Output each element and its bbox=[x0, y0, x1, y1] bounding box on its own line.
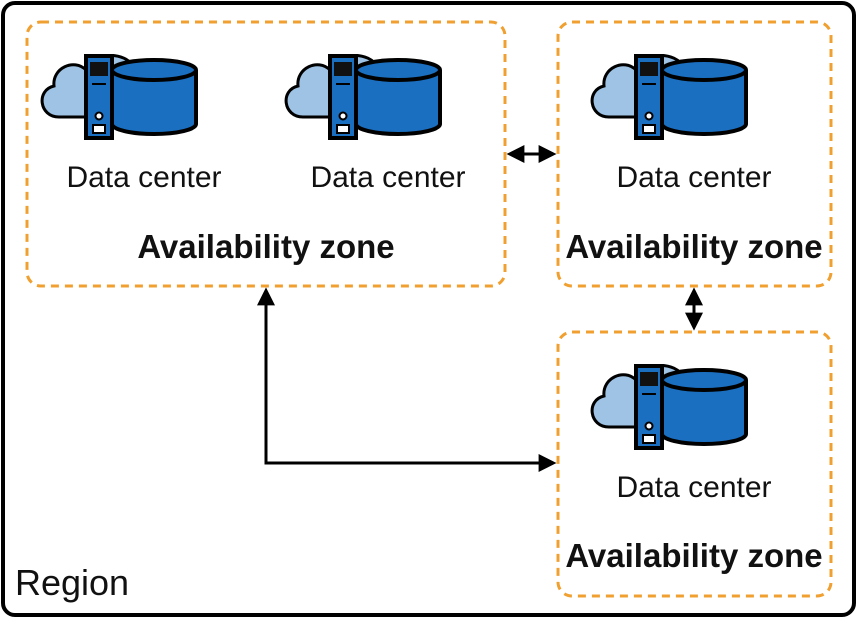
data-center-3: Data center bbox=[590, 53, 772, 194]
zone-label: Availability zone bbox=[137, 228, 394, 265]
data-center-2: Data center bbox=[284, 53, 466, 194]
zone-border bbox=[25, 20, 507, 288]
zone-label: Availability zone bbox=[565, 537, 822, 574]
availability-zone-1: Data center Data center Availability zon… bbox=[25, 20, 507, 288]
data-center-4: Data center bbox=[590, 363, 772, 504]
availability-zone-3: Data center Availability zone bbox=[556, 330, 833, 598]
availability-zone-2: Data center Availability zone bbox=[556, 20, 833, 288]
data-center-label: Data center bbox=[616, 471, 771, 504]
connector-zone1-zone3 bbox=[257, 287, 557, 472]
data-center-label: Data center bbox=[616, 161, 771, 194]
data-center-label: Data center bbox=[66, 161, 221, 194]
cloud-server-database-icon bbox=[590, 53, 748, 140]
cloud-server-database-icon bbox=[284, 53, 442, 140]
data-center-1: Data center bbox=[40, 53, 222, 194]
zone-label: Availability zone bbox=[565, 228, 822, 265]
zone-border bbox=[556, 20, 833, 288]
zone-border bbox=[556, 330, 833, 598]
cloud-server-database-icon bbox=[590, 363, 748, 450]
data-center-label: Data center bbox=[310, 161, 465, 194]
region-label: Region bbox=[15, 562, 129, 603]
cloud-server-database-icon bbox=[40, 53, 198, 140]
